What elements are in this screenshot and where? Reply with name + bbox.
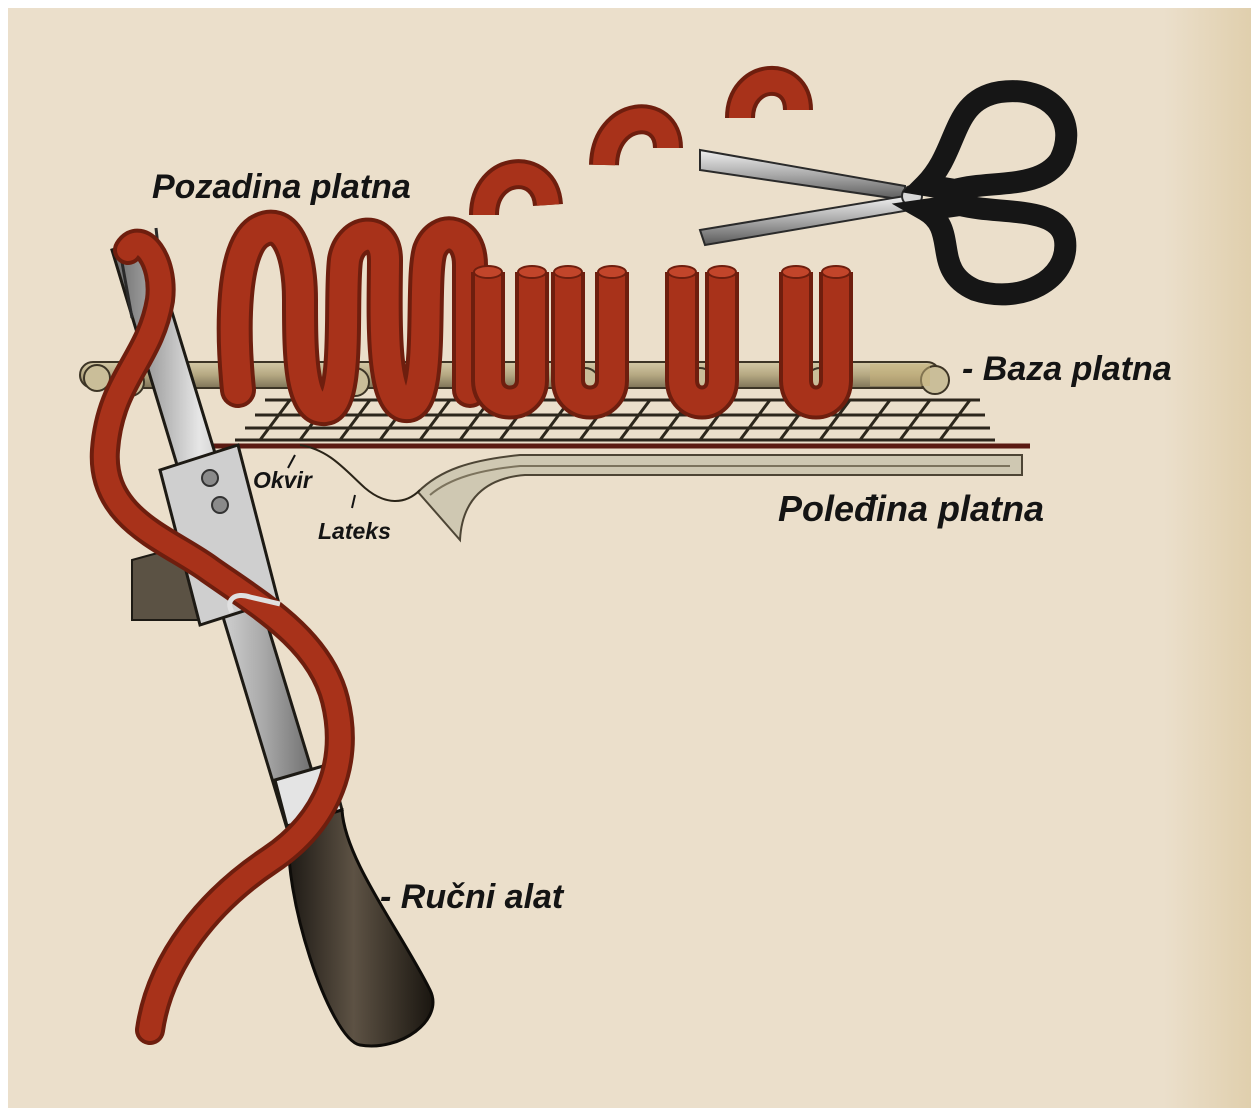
label-pozadina-platna: Pozadina platna <box>152 168 411 207</box>
label-lateks: Lateks <box>318 518 391 545</box>
label-rucni-alat: - Ručni alat <box>380 878 563 917</box>
label-baza-platna: - Baza platna <box>962 350 1172 389</box>
label-poledina-platna: Poleđina platna <box>778 488 1044 530</box>
label-okvir: Okvir <box>253 467 312 494</box>
